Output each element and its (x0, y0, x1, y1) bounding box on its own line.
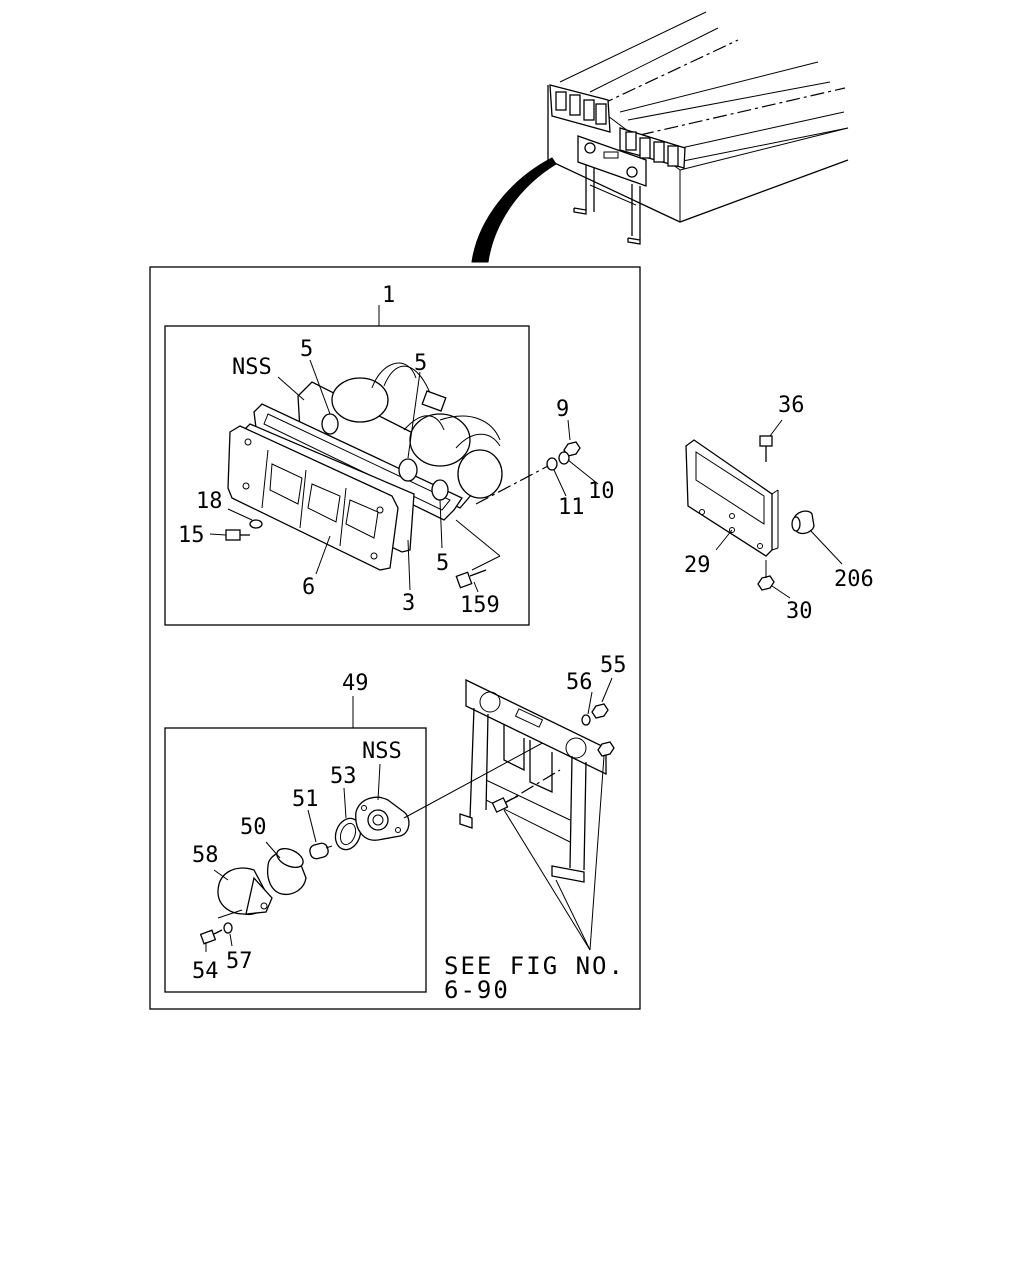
screw-15 (225, 529, 250, 541)
screw-54 (199, 929, 223, 945)
label-58: 58 (192, 843, 219, 868)
label-nss-lower: NSS (362, 739, 402, 764)
label-53: 53 (330, 764, 357, 789)
lamp-cover-58 (217, 867, 273, 916)
label-11: 11 (558, 495, 585, 520)
label-10: 10 (588, 479, 615, 504)
nut-55 (591, 703, 609, 719)
washer-18 (249, 519, 263, 529)
lamp-lens-50 (266, 847, 307, 896)
spacer-206 (791, 510, 815, 535)
label-159: 159 (460, 593, 500, 618)
label-9: 9 (556, 397, 569, 422)
label-55: 55 (600, 653, 627, 678)
label-5-c: 5 (436, 551, 449, 576)
reference-line-2: 6-90 (444, 976, 510, 1004)
rear-lamp-right-overview (619, 127, 686, 169)
washer-57 (223, 922, 233, 934)
label-30: 30 (786, 599, 813, 624)
side-bracket-29 (685, 439, 779, 557)
figure-reference-note: SEE FIG NO. 6-90 (444, 952, 625, 1004)
label-29: 29 (684, 553, 711, 578)
label-5-a: 5 (300, 337, 313, 362)
detail-pointer-arrow (471, 157, 557, 263)
detail-frame (149, 266, 641, 1010)
label-1: 1 (382, 283, 395, 308)
rear-combination-lamp-assembly (225, 362, 581, 589)
leader-lines-lower (205, 739, 549, 952)
leader-lines-upper (209, 359, 599, 593)
license-plate-bracket (459, 677, 615, 951)
nut-30 (757, 575, 775, 591)
label-36: 36 (778, 393, 805, 418)
license-lamp-box (164, 727, 427, 993)
label-54: 54 (192, 959, 219, 984)
lamp-socket-nss (355, 796, 410, 841)
label-57: 57 (226, 949, 253, 974)
rear-lamp-left-overview (549, 84, 611, 133)
nut-bracket (597, 741, 615, 757)
washer-11 (546, 457, 558, 471)
label-3: 3 (402, 591, 415, 616)
label-6: 6 (302, 575, 315, 600)
license-lamp-assembly (199, 796, 410, 945)
leader-lines-side (715, 419, 843, 599)
bolt-159 (455, 569, 487, 589)
label-nss-upper: NSS (232, 355, 272, 380)
label-5-b: 5 (414, 351, 427, 376)
callout-labels: 1 NSS 5 5 5 9 10 11 18 15 6 3 159 36 29 … (178, 283, 874, 984)
nut-9 (563, 441, 581, 457)
reference-line-1: SEE FIG NO. (444, 952, 625, 980)
washer-56 (581, 714, 591, 726)
label-50: 50 (240, 815, 267, 840)
bolt-bracket (491, 795, 519, 813)
license-bracket-overview (573, 135, 647, 245)
label-51: 51 (292, 787, 319, 812)
label-18: 18 (196, 489, 223, 514)
label-206: 206 (834, 567, 874, 592)
label-49: 49 (342, 671, 369, 696)
label-56: 56 (566, 670, 593, 695)
vehicle-overview (547, 11, 849, 245)
bulb-51 (309, 842, 333, 860)
label-15: 15 (178, 523, 205, 548)
washer-10 (558, 451, 570, 465)
bolt-36 (759, 435, 773, 462)
